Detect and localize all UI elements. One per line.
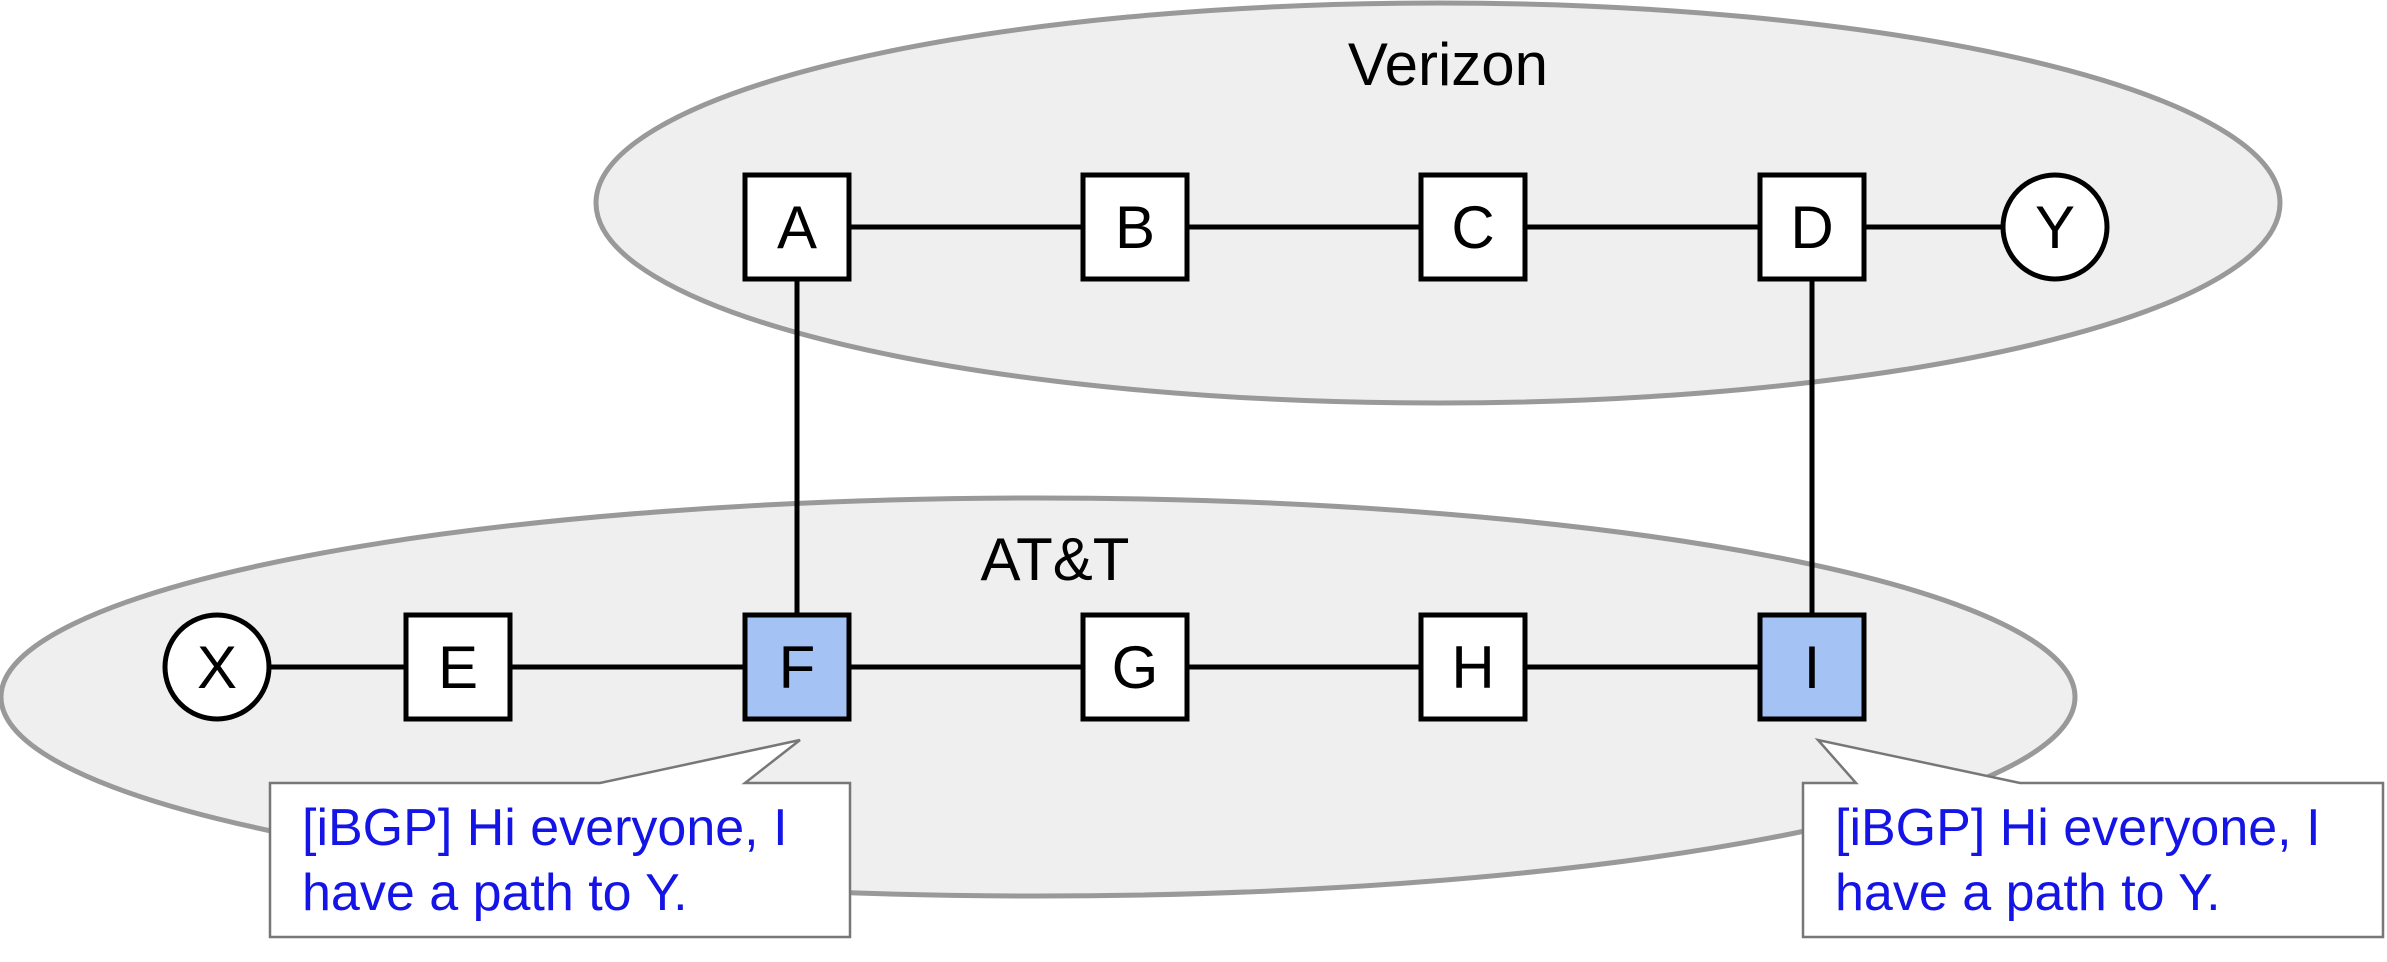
callout-i-line-2: have a path to Y. [1835, 864, 2221, 922]
node-e-label: E [438, 634, 478, 701]
callout-f-line-1: [iBGP] Hi everyone, I [302, 799, 788, 857]
callout-i-bubble [1801, 737, 2385, 939]
router-a-box [742, 172, 852, 282]
router-b-box [1080, 172, 1190, 282]
node-y-label: Y [2035, 194, 2075, 261]
node-b-label: B [1115, 194, 1155, 261]
router-f: F [742, 612, 852, 722]
router-e: E [403, 612, 513, 722]
node-g-label: G [1112, 634, 1159, 701]
callout-i-line-1: [iBGP] Hi everyone, I [1835, 799, 2321, 857]
router-d: D [1757, 172, 1867, 282]
router-g-box [1080, 612, 1190, 722]
router-a: A [742, 172, 852, 282]
node-h-label: H [1451, 634, 1494, 701]
router-g: G [1080, 612, 1190, 722]
nodes-layer: A B C D Y X E F G H I [162, 172, 2110, 722]
callout-f-line-2: have a path to Y. [302, 864, 688, 922]
verizon-label: Verizon [1348, 31, 1548, 98]
node-f-label: F [779, 634, 816, 701]
att-label: AT&T [981, 526, 1130, 593]
host-y-circle [2000, 172, 2110, 282]
host-x-circle [162, 612, 272, 722]
node-i-label: I [1804, 634, 1821, 701]
node-d-label: D [1790, 194, 1833, 261]
node-c-label: C [1451, 194, 1494, 261]
router-i-box [1757, 612, 1867, 722]
host-y: Y [2000, 172, 2110, 282]
node-x-label: X [197, 634, 237, 701]
callout-i: [iBGP] Hi everyone, I have a path to Y. [1801, 737, 2385, 939]
router-c-box [1418, 172, 1528, 282]
router-e-box [403, 612, 513, 722]
node-a-label: A [777, 194, 817, 261]
router-h: H [1418, 612, 1528, 722]
host-x: X [162, 612, 272, 722]
callout-f-bubble [268, 738, 852, 939]
router-b: B [1080, 172, 1190, 282]
router-f-box [742, 612, 852, 722]
router-d-box [1757, 172, 1867, 282]
router-i: I [1757, 612, 1867, 722]
callout-f: [iBGP] Hi everyone, I have a path to Y. [268, 738, 852, 939]
router-c: C [1418, 172, 1528, 282]
router-h-box [1418, 612, 1528, 722]
